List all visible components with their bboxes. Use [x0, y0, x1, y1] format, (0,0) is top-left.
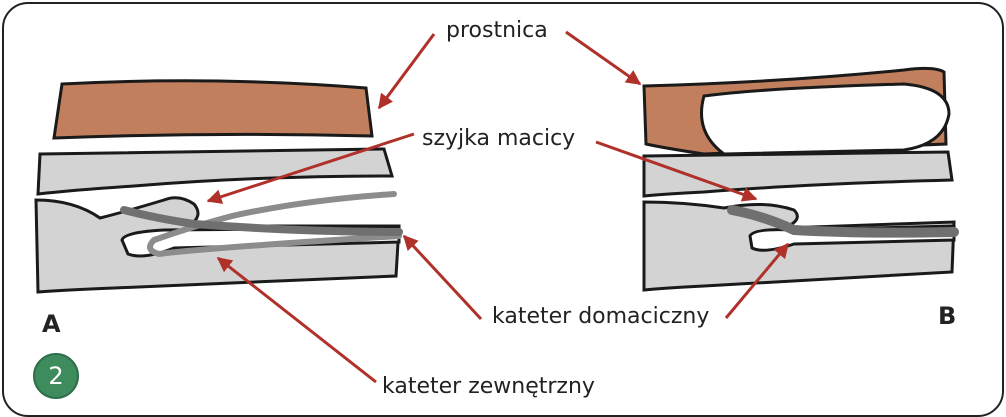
arrow-zewnetrzny-a	[216, 256, 377, 384]
label-prostnica: prostnica	[446, 18, 548, 43]
vaginal-wall-upper-a	[36, 147, 395, 196]
arrow-domaciczny-b	[724, 242, 790, 319]
arrow-domaciczny-a	[402, 234, 483, 321]
cervix-tissue-b	[642, 200, 956, 292]
figure-number-badge: 2	[33, 353, 79, 399]
panel-a-drawing	[34, 79, 403, 294]
external-catheter-a	[147, 191, 402, 258]
panel-label-a: A	[42, 310, 61, 338]
speculum-inner-b	[700, 82, 951, 156]
label-kateter-zewnetrzny: kateter zewnętrzny	[382, 374, 595, 399]
pointer-arrows	[206, 30, 790, 384]
panel-label-b: B	[938, 302, 957, 330]
arrow-prostnica-b	[565, 30, 642, 86]
label-szyjka-macicy: szyjka macicy	[422, 126, 576, 151]
intrauterine-catheter-a	[120, 206, 403, 236]
speculum-blade-a	[52, 79, 374, 140]
arrow-prostnica-a	[377, 33, 436, 110]
label-kateter-domaciczny: kateter domaciczny	[492, 304, 710, 329]
arrow-szyjka-b	[595, 140, 758, 202]
panel-b-drawing	[642, 66, 959, 292]
arrow-szyjka-a	[206, 132, 415, 204]
diagram-illustration	[34, 30, 959, 384]
intrauterine-catheter-b	[727, 205, 959, 238]
